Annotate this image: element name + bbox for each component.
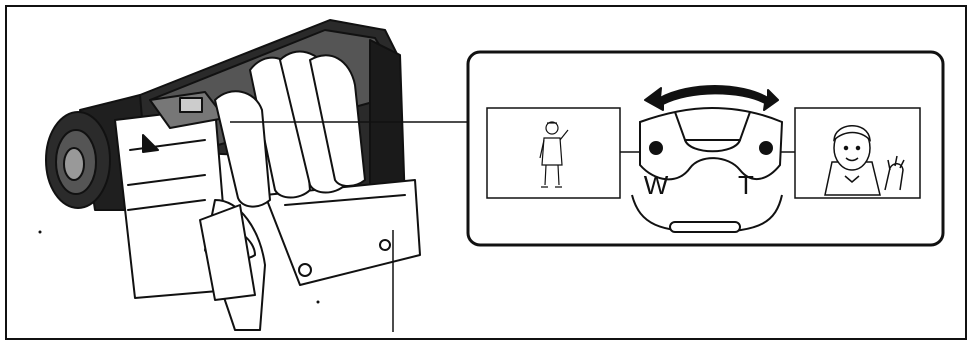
wide-angle-screen [487,108,620,198]
camcorder-illustration [46,20,420,330]
wide-label: W [644,170,669,200]
telephoto-screen [795,108,920,198]
tele-label: T [738,170,754,200]
